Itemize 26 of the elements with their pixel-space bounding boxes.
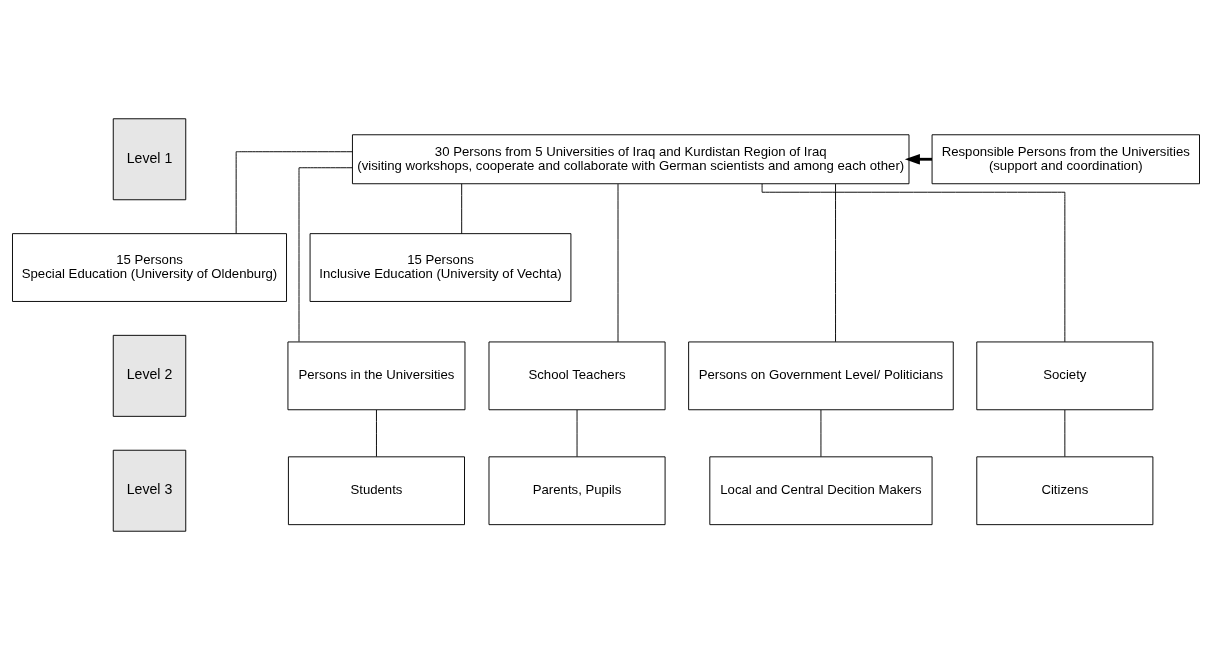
node-box: School Teachers	[488, 340, 666, 410]
connector	[835, 183, 836, 342]
node-box: Citizens	[976, 455, 1154, 525]
node-box: Responsible Persons from the Universities (support and coordination)	[931, 133, 1200, 184]
connector	[376, 409, 377, 457]
node-box: Level 2	[112, 334, 187, 417]
node-box: Persons in the Universities	[287, 340, 466, 410]
node-box: Parents, Pupils	[488, 455, 666, 525]
connector	[761, 182, 1066, 342]
node-box: Students	[287, 455, 465, 525]
connector	[820, 409, 822, 457]
connector	[235, 150, 353, 234]
node-box: 15 Persons Special Education (University of Oldenburg)	[12, 232, 287, 302]
connector	[461, 182, 463, 234]
connector	[1064, 409, 1066, 457]
connector	[576, 409, 578, 457]
arrow	[904, 153, 932, 165]
node-box: Level 3	[112, 449, 187, 532]
node-box: Society	[976, 340, 1154, 410]
node-box: 30 Persons from 5 Universities of Iraq and Kurdistan Region of Iraq (visiting workshops, cooperate and collaborate with German scientists and among each other)	[351, 133, 910, 184]
node-box: Local and Central Decition Makers	[709, 455, 933, 525]
node-box: Level 1	[112, 117, 187, 200]
node-box: Persons on Government Level/ Politicians	[688, 340, 954, 410]
connector	[298, 166, 353, 342]
connector	[617, 183, 619, 342]
node-box: 15 Persons Inclusive Education (University of Vechta)	[309, 232, 572, 302]
